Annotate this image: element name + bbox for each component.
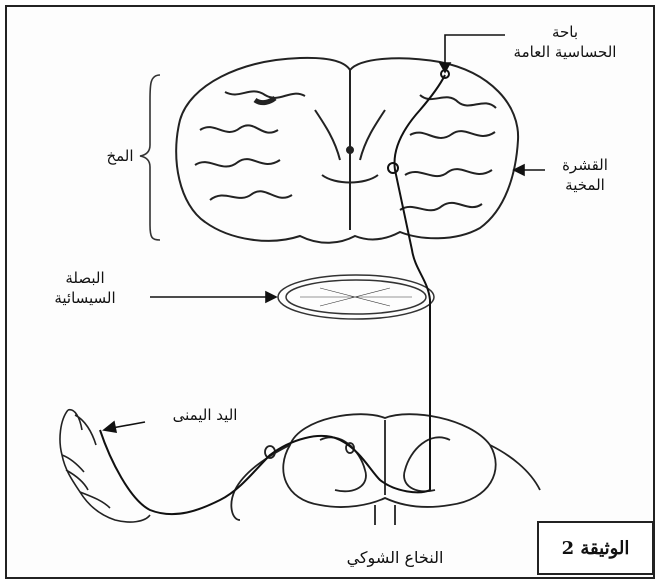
label-right-hand: اليد اليمنى (150, 405, 260, 425)
label-thalamus-line2: السيسائية (30, 288, 140, 308)
spinal-cord-section (231, 414, 540, 525)
label-cortex-line2: المخية (540, 175, 630, 195)
label-thalamus-line1: البصلة (30, 268, 140, 288)
label-spinal-cord: النخاع الشوكي (330, 548, 460, 568)
label-cerebral-cortex: القشرة المخية (540, 155, 630, 195)
thalamus-ellipse (278, 275, 434, 319)
label-brain: المخ (95, 146, 145, 166)
nerve-pathway (100, 70, 449, 514)
label-cortex-line1: القشرة (540, 155, 630, 175)
arrows (104, 35, 545, 432)
right-hand-sketch (60, 410, 150, 522)
label-thalamus: البصلة السيسائية (30, 268, 140, 308)
label-sensory-area-line2: الحساسية العامة (500, 42, 630, 62)
label-sensory-area: باحة الحساسية العامة (500, 22, 630, 62)
document-number-label: الوثيقة 2 (562, 538, 630, 559)
label-sensory-area-line1: باحة (500, 22, 630, 42)
brain-section (176, 58, 518, 243)
document-number-box: الوثيقة 2 (537, 521, 654, 575)
